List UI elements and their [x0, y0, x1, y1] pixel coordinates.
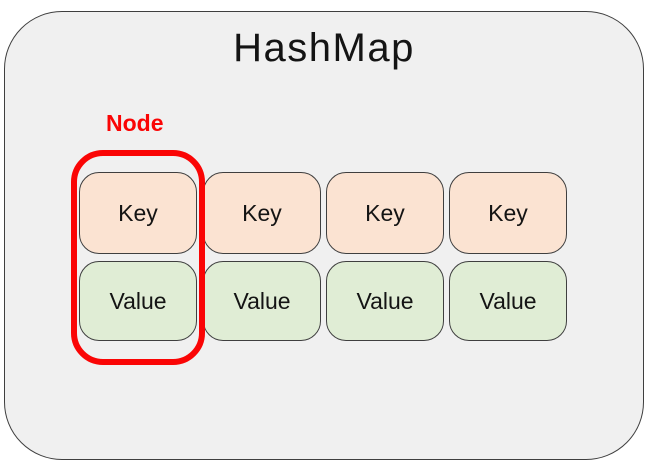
value-box-4: Value [449, 261, 567, 341]
key-box-1: Key [79, 172, 197, 254]
value-box-2: Value [203, 261, 321, 341]
key-box-3: Key [326, 172, 444, 254]
diagram-title: HashMap [233, 26, 415, 70]
value-box-1: Value [79, 261, 197, 341]
value-box-3: Value [326, 261, 444, 341]
key-box-4: Key [449, 172, 567, 254]
node-label: Node [106, 110, 164, 136]
key-box-2: Key [203, 172, 321, 254]
node-highlight-outline [71, 150, 205, 365]
